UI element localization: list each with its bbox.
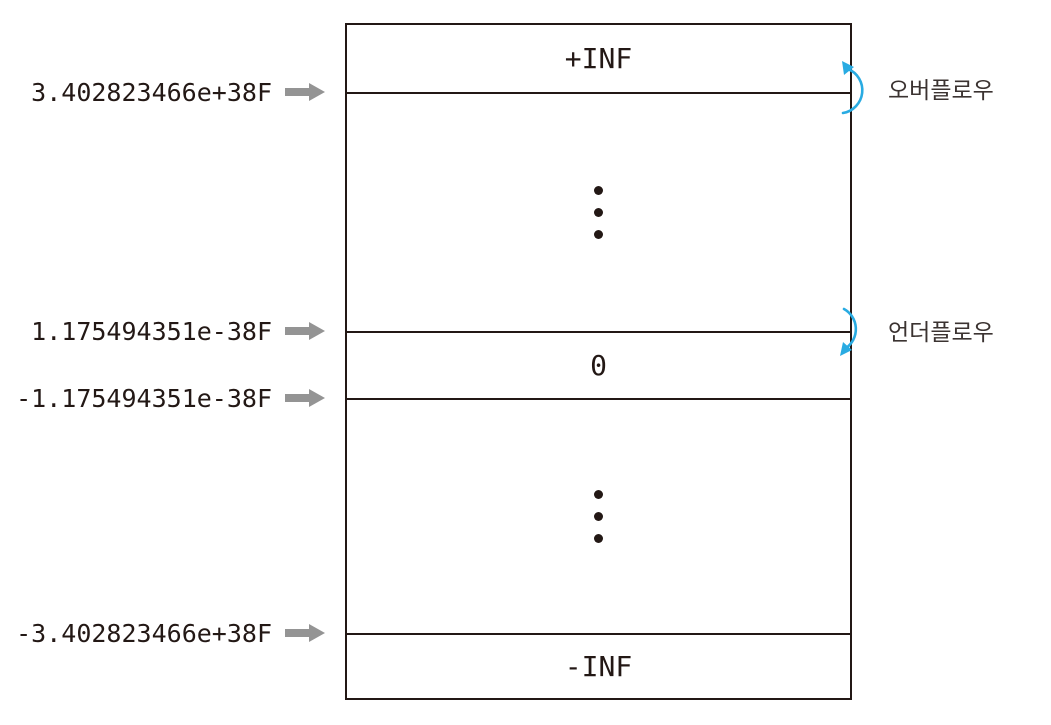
vertical-ellipsis-icon [594, 186, 603, 239]
negative-infinity-label: -INF [564, 649, 633, 683]
underflow-curve-arrow-icon [840, 307, 858, 356]
right-arrow-icon [285, 83, 325, 101]
boundary-row-max-positive: 3.402823466e+38F [0, 76, 325, 108]
boundary-row-max-negative: -3.402823466e+38F [0, 617, 325, 649]
boundary-value-label: -1.175494351e-38F [16, 383, 272, 413]
float-range-box: +INF 0 -INF [345, 23, 852, 700]
boundary-value-label: 3.402823466e+38F [31, 77, 272, 107]
right-arrow-icon [285, 389, 325, 407]
band-positive-infinity: +INF [347, 25, 850, 92]
right-arrow-icon [285, 624, 325, 642]
boundary-value-label: -3.402823466e+38F [16, 618, 272, 648]
band-negative-infinity: -INF [347, 635, 850, 698]
boundary-value-label: 1.175494351e-38F [31, 316, 272, 346]
boundary-line-min-negative [347, 398, 850, 400]
boundary-row-min-positive: 1.175494351e-38F [0, 315, 325, 347]
overflow-curve-arrow-icon [841, 61, 864, 115]
boundary-line-min-positive [347, 331, 850, 333]
boundary-row-min-negative: -1.175494351e-38F [0, 382, 325, 414]
zero-label: 0 [590, 348, 607, 382]
positive-infinity-label: +INF [564, 41, 633, 75]
band-negative-range [347, 400, 850, 633]
overflow-label: 오버플로우 [888, 77, 994, 103]
band-positive-range [347, 94, 850, 331]
underflow-label: 언더플로우 [888, 319, 994, 345]
boundary-line-max-negative [347, 633, 850, 635]
right-arrow-icon [285, 322, 325, 340]
vertical-ellipsis-icon [594, 490, 603, 543]
boundary-line-max-positive [347, 92, 850, 94]
band-zero: 0 [347, 333, 850, 398]
